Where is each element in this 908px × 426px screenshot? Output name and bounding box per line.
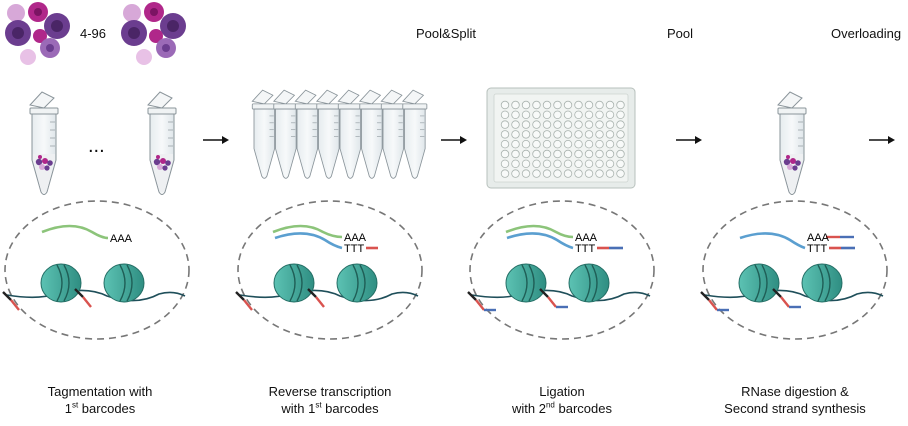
pool-split-label: Pool&Split	[416, 26, 476, 41]
cell-cluster-left	[5, 2, 70, 65]
chromatin	[2, 263, 186, 311]
nucleosome-icon	[40, 263, 82, 303]
tn5-barcode-left	[467, 291, 485, 311]
caption-step1-line2-post: barcodes	[78, 401, 136, 416]
chromatin	[467, 263, 651, 311]
polyA-label-4: AAA	[807, 232, 830, 244]
nucleosome-icon	[336, 263, 378, 303]
overloading-label: Overloading	[831, 26, 902, 41]
caption-step2: Reverse transcription with 1st barcodes	[235, 383, 425, 417]
ellipsis-text: ...	[88, 135, 105, 157]
tube-split-4	[315, 89, 342, 179]
tn5-barcode-right	[539, 288, 557, 308]
tube-step1-b	[147, 91, 177, 195]
nucleosome-icon	[801, 263, 843, 303]
arrow-2	[441, 136, 467, 144]
tube-split-6	[358, 89, 385, 179]
tn5-barcode-right	[74, 288, 92, 308]
96-well-plate	[486, 87, 636, 189]
polyA-label-2: AAA	[344, 232, 367, 244]
tube-split-1	[251, 89, 277, 179]
caption-step1: Tagmentation with 1st barcodes	[5, 383, 195, 417]
caption-step3: Ligation with 2nd barcodes	[467, 383, 657, 417]
chromatin	[235, 263, 419, 311]
caption-step2-line2-pre: with 1	[281, 401, 316, 416]
caption-step3-line1: Ligation	[539, 384, 585, 399]
tube-split-8	[401, 89, 428, 179]
molecules-step4	[700, 232, 884, 312]
arrow-3	[676, 136, 702, 144]
tn5-barcode-right	[772, 288, 790, 308]
tube-split-5	[337, 89, 363, 179]
tube-split-2	[272, 89, 299, 179]
tube-split-3	[294, 89, 320, 179]
nucleosome-icon	[505, 263, 547, 303]
molecules-step3	[467, 224, 651, 312]
tube-step4	[777, 91, 807, 195]
polyT-label-4: TTT	[807, 243, 827, 255]
caption-step4-line1: RNase digestion &	[741, 384, 849, 399]
nucleosome-icon	[568, 263, 610, 303]
reaction-ellipse-2	[237, 200, 423, 340]
tn5-barcode-right	[307, 288, 325, 308]
caption-step2-line2-sup: st	[315, 400, 322, 410]
pool-label: Pool	[667, 26, 694, 41]
polyT-label-3: TTT	[575, 243, 595, 255]
caption-step4-line2-pre: Second strand synthesis	[724, 401, 866, 416]
arrow-1	[203, 136, 229, 144]
caption-step3-line2-sup: nd	[545, 400, 555, 410]
caption-step1-line2-pre: 1	[64, 401, 72, 416]
tn5-barcode-left	[2, 291, 20, 311]
tn5-barcode-left	[235, 291, 253, 311]
cell-cluster-right	[121, 2, 186, 65]
reaction-ellipse-4	[702, 200, 888, 340]
caption-step3-line2-pre: with 2	[512, 401, 546, 416]
caption-step4: RNase digestion & Second strand synthesi…	[700, 383, 890, 417]
polyA-label-1: AAA	[110, 233, 133, 245]
caption-step1-line2-sup: st	[71, 400, 79, 410]
arrow-4	[869, 136, 895, 144]
caption-step2-line2-post: barcodes	[321, 401, 379, 416]
reaction-ellipse-1	[4, 200, 190, 340]
mrna-strand	[41, 224, 109, 240]
caption-step3-line2-post: barcodes	[554, 401, 612, 416]
nucleosome-icon	[738, 263, 780, 303]
tube-split-7	[380, 89, 406, 179]
tn5-barcode-left	[700, 291, 718, 311]
caption-step2-line1: Reverse transcription	[268, 384, 392, 399]
nucleosome-icon	[273, 263, 315, 303]
molecules-step1	[2, 224, 186, 311]
chromatin	[700, 263, 884, 311]
polyT-label-2: TTT	[344, 243, 364, 255]
tube-step1-a	[29, 91, 59, 195]
caption-step1-line1: Tagmentation with	[47, 384, 153, 399]
nucleosome-icon	[103, 263, 145, 303]
molecules-step2	[235, 224, 419, 311]
cell-count-label: 4-96	[80, 26, 107, 41]
polyA-label-3: AAA	[575, 232, 598, 244]
reaction-ellipse-3	[469, 200, 655, 340]
